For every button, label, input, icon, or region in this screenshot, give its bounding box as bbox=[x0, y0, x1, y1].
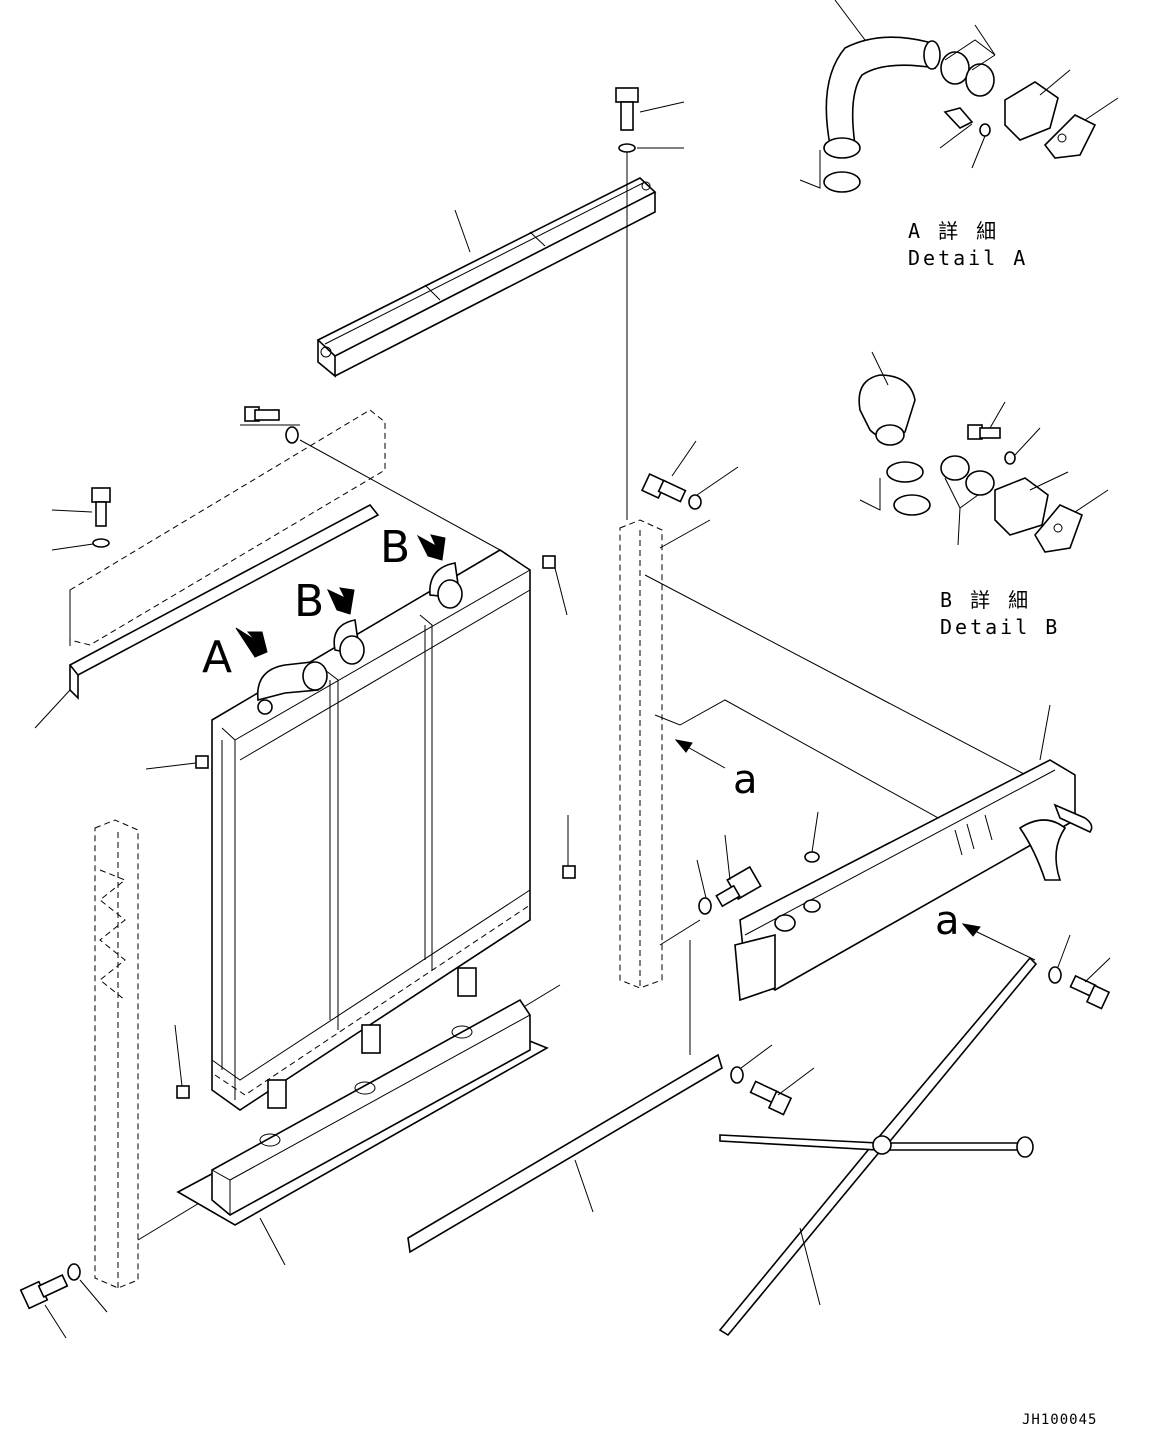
detail-a-jp: A 詳 細 bbox=[908, 219, 999, 243]
left-bottom-bolt bbox=[19, 1263, 108, 1339]
fitting-b1 bbox=[333, 619, 365, 665]
arrow-a-lower: a bbox=[935, 898, 1036, 961]
view-label-b-2: B bbox=[380, 522, 410, 573]
right-shroud bbox=[734, 704, 1093, 1002]
arrow-label-a-lower: a bbox=[935, 898, 960, 944]
left-bolt bbox=[51, 487, 111, 551]
radiator-core bbox=[211, 549, 531, 1111]
view-arrow-b2: B bbox=[380, 522, 446, 573]
detail-a: A 詳 細 Detail A bbox=[799, 0, 1119, 270]
fitting-b2 bbox=[429, 562, 463, 609]
right-support bbox=[619, 519, 1046, 989]
stay-bolt bbox=[730, 1044, 815, 1116]
rubber-pads bbox=[145, 555, 576, 1099]
top-bracket bbox=[316, 177, 657, 378]
drawing-code: JH100045 bbox=[1022, 1412, 1097, 1428]
view-arrow-a: A bbox=[202, 627, 268, 683]
right-mid-bolt bbox=[640, 440, 739, 510]
cross-stay bbox=[718, 956, 1038, 1337]
arrow-a-upper: a bbox=[674, 739, 758, 803]
arrow-label-a-upper: a bbox=[733, 757, 758, 803]
detail-b-en: Detail B bbox=[940, 615, 1060, 639]
top-bolt bbox=[615, 87, 685, 153]
right-bolt-lower bbox=[1048, 934, 1111, 1010]
view-label-a: A bbox=[202, 632, 232, 683]
detail-b-jp: B 詳 細 bbox=[940, 588, 1031, 612]
upper-left-bracket bbox=[69, 406, 501, 650]
view-arrow-b1: B bbox=[294, 576, 355, 627]
detail-a-en: Detail A bbox=[908, 246, 1028, 270]
angle-strip bbox=[34, 503, 380, 729]
flat-strip bbox=[407, 940, 723, 1254]
fitting-a bbox=[256, 661, 328, 715]
bottom-base bbox=[176, 998, 549, 1266]
view-label-b-1: B bbox=[294, 576, 324, 627]
shroud-hardware bbox=[696, 811, 821, 932]
detail-b: B 詳 細 Detail B bbox=[858, 351, 1109, 639]
